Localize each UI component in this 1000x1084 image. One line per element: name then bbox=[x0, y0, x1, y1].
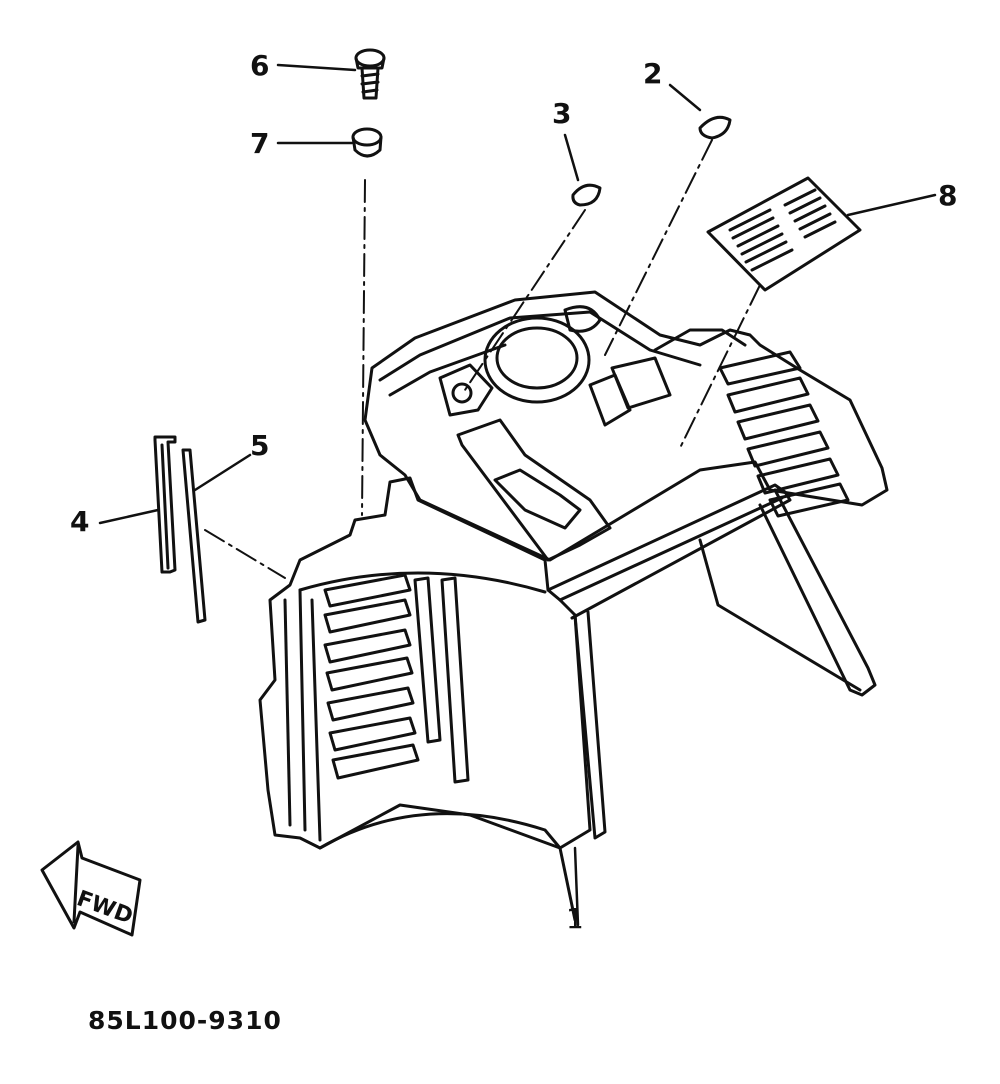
collar-shape bbox=[351, 127, 383, 158]
callout-6: 6 bbox=[250, 49, 270, 82]
callout-3: 3 bbox=[552, 97, 572, 130]
seal-strip-b-shape bbox=[181, 448, 207, 624]
seal-strip-a-shape bbox=[153, 435, 177, 574]
left-louvers bbox=[323, 573, 470, 784]
screw-shape bbox=[354, 48, 386, 100]
grommet-upper-shape bbox=[698, 115, 732, 140]
callout-7: 7 bbox=[250, 127, 270, 160]
center-lines bbox=[204, 139, 761, 579]
callout-5: 5 bbox=[250, 429, 270, 462]
grommet-lower-shape bbox=[571, 183, 602, 207]
callout-2: 2 bbox=[643, 57, 663, 90]
callout-8: 8 bbox=[938, 179, 958, 212]
fwd-arrow-icon: FWD bbox=[40, 840, 142, 937]
leader-lines bbox=[98, 63, 937, 927]
callout-4: 4 bbox=[70, 505, 90, 538]
right-louvers bbox=[718, 350, 850, 518]
callout-1: 1 bbox=[566, 902, 584, 935]
cowling-top-features bbox=[438, 305, 747, 562]
cowling-body bbox=[258, 290, 889, 922]
label-plate-shape bbox=[706, 176, 862, 292]
part-number: 85L100-9310 bbox=[88, 1006, 282, 1035]
